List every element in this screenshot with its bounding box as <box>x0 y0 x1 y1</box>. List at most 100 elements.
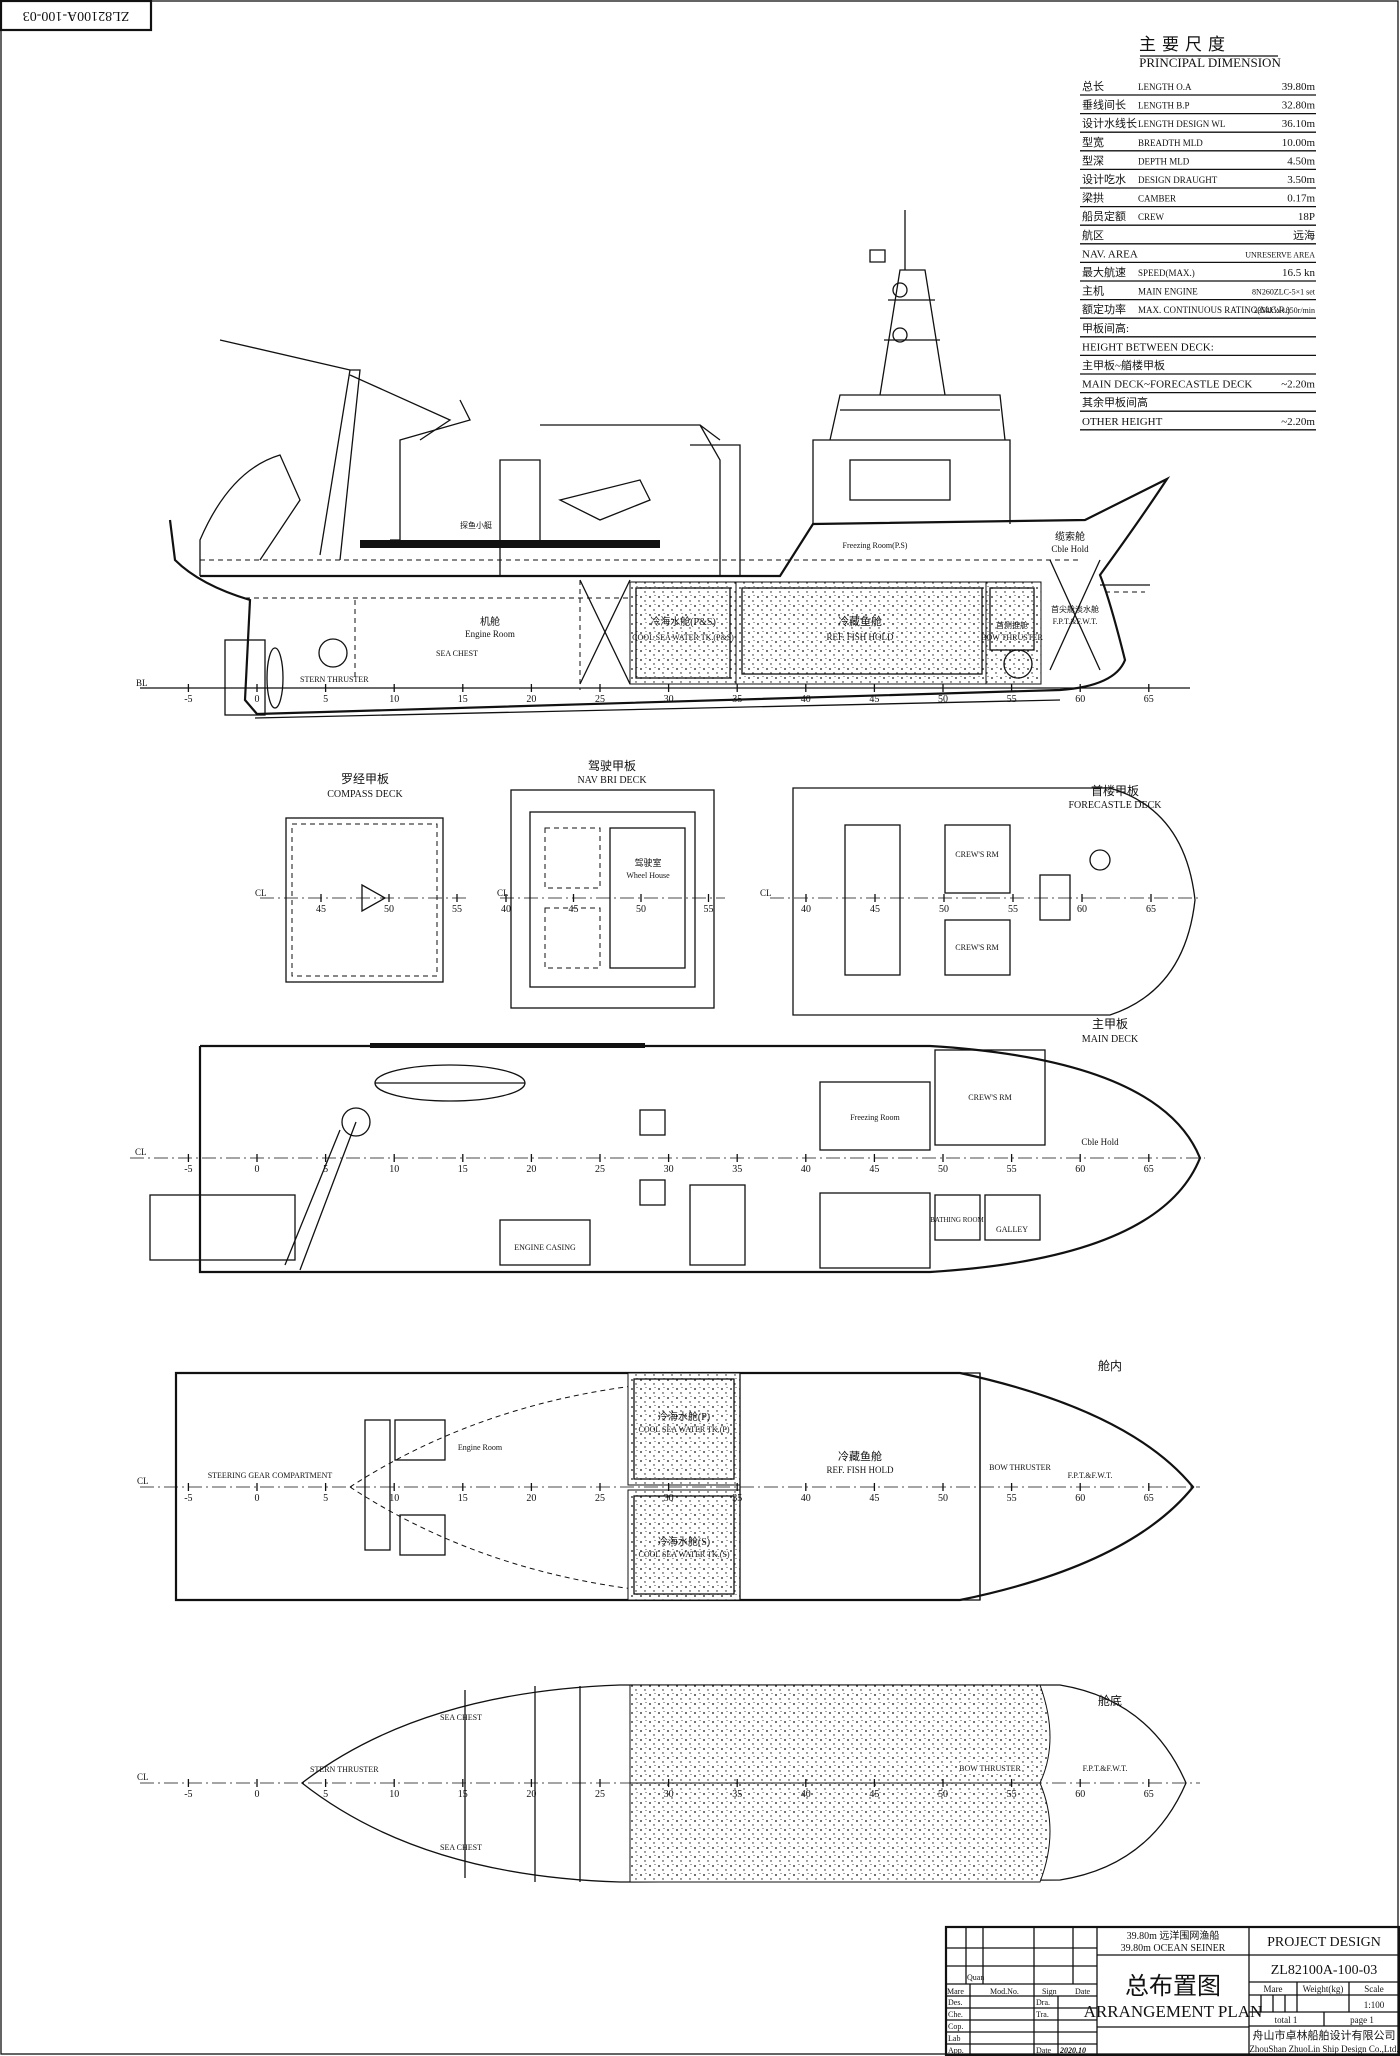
frame-label: 15 <box>458 1164 468 1175</box>
drawing-label: 舟山市卓林船舶设计有限公司 <box>1253 2028 1396 2042</box>
drawing-label: 驾驶甲板 <box>588 758 636 773</box>
baseline-label: BL <box>136 678 148 688</box>
frame-label: 35 <box>732 1493 742 1504</box>
drawing-label: Freezing Room <box>850 1113 900 1122</box>
dimension-label-cn: MAIN DECK~FORECASTLE DECK <box>1082 379 1252 391</box>
drawing-label: F.P.T.&F.W.T. <box>1053 617 1098 626</box>
purse-winch <box>689 1184 746 1266</box>
dimension-value: 32.80m <box>1282 100 1316 112</box>
frame-label: 10 <box>389 1789 399 1800</box>
frame-label: 55 <box>1007 694 1017 705</box>
dimension-label-en: SPEED(MAX.) <box>1138 268 1195 278</box>
drawing-label: Mare <box>947 1987 964 1996</box>
skiff-ramp <box>360 540 660 548</box>
frame-label: 35 <box>732 1164 742 1175</box>
frame-label: 50 <box>636 904 646 915</box>
dimension-label-en: LENGTH B.P <box>1138 101 1190 111</box>
drawing-label: Mare <box>1264 1984 1283 1994</box>
drawing-label: 首侧推舱 <box>996 620 1028 630</box>
dimension-label-cn: 梁拱 <box>1082 191 1104 205</box>
drawing-label: NAV BRI DECK <box>577 775 647 786</box>
frame-label: 55 <box>704 904 714 915</box>
drawing-label: SEA CHEST <box>436 649 478 658</box>
frame-label: 0 <box>255 1789 260 1800</box>
dimension-label-cn: NAV. AREA <box>1082 248 1138 260</box>
drawing-label: Sign <box>1042 1987 1057 1996</box>
frame-label: 20 <box>526 1789 536 1800</box>
drawing-label: Freezing Room(P.S) <box>843 541 908 550</box>
cool-sea-water-tank-profile <box>629 581 737 685</box>
drawing-label: Wheel House <box>626 871 670 880</box>
drawing-label: total 1 <box>1275 2015 1298 2025</box>
dimension-row: MAIN DECK~FORECASTLE DECK~2.20m <box>1080 379 1316 394</box>
frame-label: 65 <box>1144 1493 1154 1504</box>
drawing-label: BATHING ROOM <box>930 1216 984 1224</box>
main-deck-view: 主甲板 MAIN DECK Freezing Room CREW'S RM BA… <box>130 1017 1205 1274</box>
drawing-label: CL <box>760 888 772 898</box>
frame-label: 50 <box>938 1164 948 1175</box>
frame-label: 50 <box>939 904 949 915</box>
drawing-label: 冷海水舱(S) <box>658 1535 710 1548</box>
frame-label: 5 <box>323 1164 328 1175</box>
frame-label: 60 <box>1075 694 1085 705</box>
drawing-label: BOW THRUSTER <box>981 633 1043 642</box>
drawing-label: 机舱 <box>480 615 500 628</box>
frame-label: 50 <box>938 1493 948 1504</box>
windlass <box>1039 874 1071 921</box>
drawing-label: 冷海水舱(P&S) <box>650 615 716 628</box>
frame-label: 60 <box>1075 1164 1085 1175</box>
frame-label: 40 <box>801 904 811 915</box>
dimension-row: 航区远海 <box>1080 228 1316 245</box>
dimension-label-en: LENGTH DESIGN WL <box>1138 119 1225 129</box>
frame-label: -5 <box>184 694 192 705</box>
dimension-label-en: DESIGN DRAUGHT <box>1138 175 1218 185</box>
dimension-value: 远海 <box>1293 228 1315 242</box>
frame-label: 40 <box>801 1789 811 1800</box>
dims-title-en: PRINCIPAL DIMENSION <box>1139 55 1281 70</box>
drawing-label: STERN THRUSTER <box>300 675 369 684</box>
frame-label: 5 <box>323 694 328 705</box>
frame-label: 10 <box>389 1493 399 1504</box>
drawing-label: Cop. <box>948 2022 963 2031</box>
wheelhouse <box>829 394 1006 441</box>
mast <box>879 210 946 396</box>
propeller-icon <box>266 647 284 709</box>
frame-label: 55 <box>1007 1493 1017 1504</box>
drawing-label: Cble Hold <box>1081 1137 1119 1147</box>
frame-label: 45 <box>869 1164 879 1175</box>
drawing-label: COOL SEA WATER TK.(P) <box>639 1425 730 1434</box>
dimension-value: 16.5 kn <box>1282 267 1316 279</box>
frame-label: 0 <box>255 694 260 705</box>
compass-deck-outline <box>285 817 444 983</box>
title-block: Mare Quan Mod.No. Sign Date Des. Dra. Ch… <box>944 1925 1400 2056</box>
dimension-row: HEIGHT BETWEEN DECK: <box>1080 341 1316 357</box>
dimension-value: 18P <box>1298 211 1315 223</box>
dimension-label-en: LENGTH O.A <box>1138 82 1192 92</box>
dimension-label-en: MAX. CONTINUOUS RATING(M.C.R.) <box>1138 305 1290 315</box>
compass-deck-title-cn: 罗经甲板 <box>341 772 389 786</box>
frame-label: 25 <box>595 1493 605 1504</box>
dimension-value: 3.50m <box>1287 174 1315 186</box>
frame-label: 30 <box>664 1789 674 1800</box>
drawing-label: 首楼甲板 <box>1091 783 1139 798</box>
bow-thruster-icon <box>1003 649 1033 679</box>
net-drum <box>199 454 301 576</box>
dimension-label-en: CREW <box>1138 212 1165 222</box>
dimension-row: 其余甲板间高 <box>1080 395 1316 412</box>
power-block-crane <box>219 339 452 561</box>
frame-label: 35 <box>732 1789 742 1800</box>
frame-label: 0 <box>255 1164 260 1175</box>
drawing-label: Weight(kg) <box>1303 1984 1344 1994</box>
dimension-label-en: MAIN ENGINE <box>1138 287 1198 297</box>
drawing-label: Engine Room <box>458 1443 503 1452</box>
drawing-label: Date <box>1036 2046 1052 2055</box>
drawing-label: 冷藏鱼舱 <box>838 1449 882 1463</box>
frame-label: 45 <box>869 1789 879 1800</box>
